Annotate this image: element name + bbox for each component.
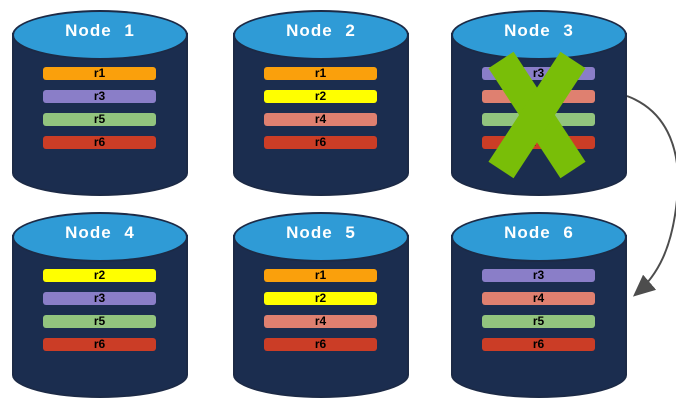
- cylinder-top: [451, 212, 627, 262]
- replica-bar-r6: r6: [43, 338, 156, 351]
- replica-bar-r1: r1: [264, 269, 377, 282]
- replica-bar-r2: r2: [264, 90, 377, 103]
- cylinder-top: [233, 10, 409, 60]
- node-2: Node 2 r1 r2 r4 r6: [233, 10, 409, 196]
- node-title: Node 4: [65, 223, 135, 242]
- replica-bar-r2: r2: [264, 292, 377, 305]
- replica-bar-r6: r6: [264, 338, 377, 351]
- failover-arrow-path: [626, 95, 676, 297]
- replica-bar-r3: r3: [43, 292, 156, 305]
- cylinder-top: [12, 10, 188, 60]
- replica-list: r3 r4 r5 r6: [482, 269, 595, 361]
- replica-bar-r4: r4: [264, 315, 377, 328]
- cylinder-top: [233, 212, 409, 262]
- node-3: Node 3 r3 r4 r5 r6: [451, 10, 627, 196]
- replica-bar-r1: r1: [43, 67, 156, 80]
- node-title: Node 2: [286, 21, 356, 40]
- node-4: Node 4 r2 r3 r5 r6: [12, 212, 188, 398]
- replica-list: r1 r2 r4 r6: [264, 269, 377, 361]
- replica-bar-r3: r3: [43, 90, 156, 103]
- replica-bar-r4: r4: [264, 113, 377, 126]
- replica-list: r2 r3 r5 r6: [43, 269, 156, 361]
- replica-bar-r6: r6: [264, 136, 377, 149]
- node-title: Node 6: [504, 223, 574, 242]
- replica-list: r1 r3 r5 r6: [43, 67, 156, 159]
- node-title: Node 3: [504, 21, 574, 40]
- node-5: Node 5 r1 r2 r4 r6: [233, 212, 409, 398]
- replica-bar-r4: r4: [482, 90, 595, 103]
- replica-list: r1 r2 r4 r6: [264, 67, 377, 159]
- replica-bar-r5: r5: [43, 315, 156, 328]
- node-1: Node 1 r1 r3 r5 r6: [12, 10, 188, 196]
- node-title: Node 1: [65, 21, 135, 40]
- replica-bar-r6: r6: [482, 136, 595, 149]
- replica-bar-r2: r2: [43, 269, 156, 282]
- replica-bar-r3: r3: [482, 269, 595, 282]
- replica-bar-r6: r6: [482, 338, 595, 351]
- node-6: Node 6 r3 r4 r5 r6: [451, 212, 627, 398]
- replica-bar-r1: r1: [264, 67, 377, 80]
- replica-bar-r5: r5: [482, 315, 595, 328]
- node-title: Node 5: [286, 223, 356, 242]
- replica-bar-r5: r5: [43, 113, 156, 126]
- replica-bar-r5: r5: [482, 113, 595, 126]
- replica-bar-r3: r3: [482, 67, 595, 80]
- replica-bar-r4: r4: [482, 292, 595, 305]
- replica-list: r3 r4 r5 r6: [482, 67, 595, 159]
- cylinder-top: [12, 212, 188, 262]
- replica-bar-r6: r6: [43, 136, 156, 149]
